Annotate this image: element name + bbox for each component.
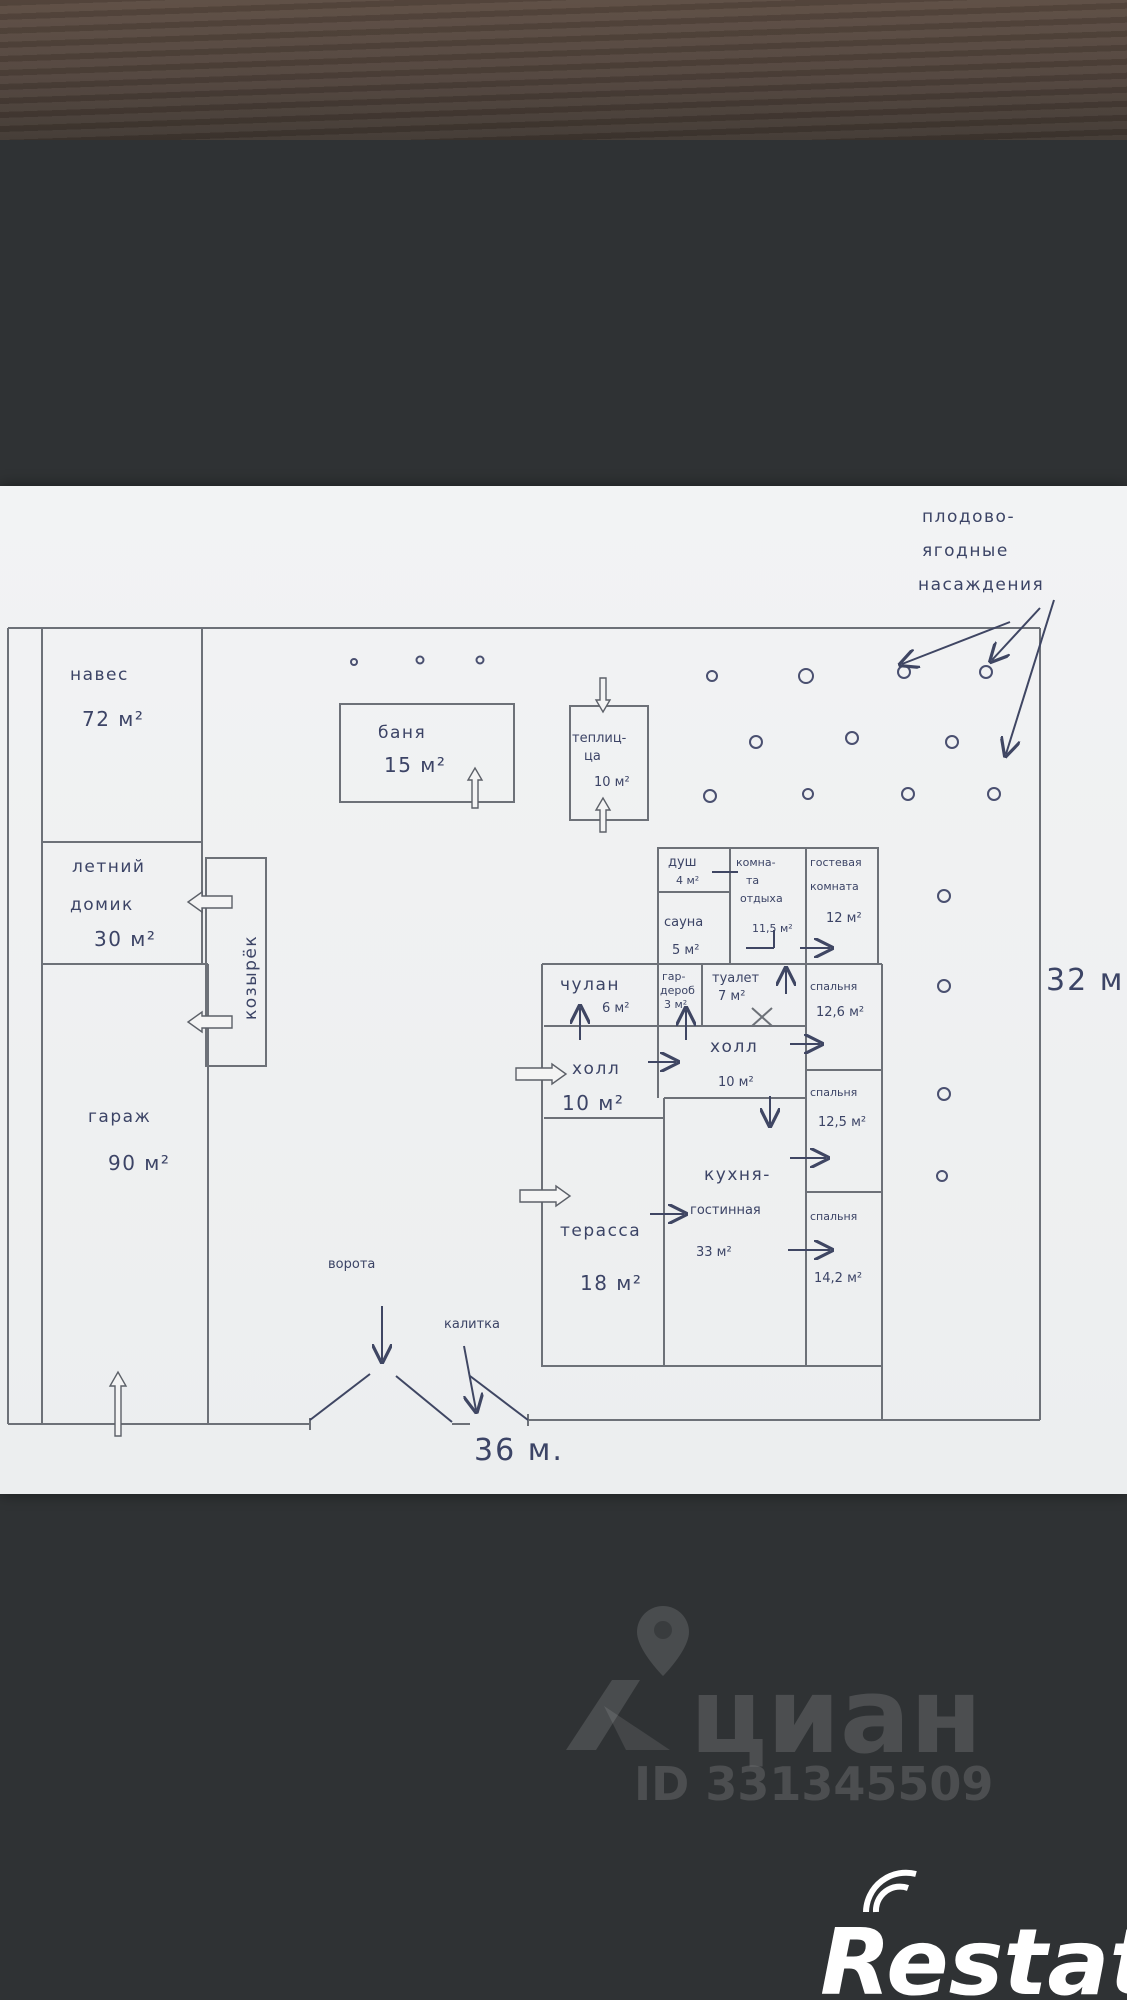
holl2-area: 10 м² xyxy=(718,1075,754,1090)
komnata-name-2: та xyxy=(746,874,759,887)
dimension-height: 32 м xyxy=(1046,963,1124,998)
watermark-id: ID 331345509 xyxy=(634,1757,993,1811)
garazh-name: гараж xyxy=(88,1107,151,1127)
trees-label-3: насаждения xyxy=(918,575,1044,595)
garazh-area: 90 м² xyxy=(108,1151,170,1175)
house-outline xyxy=(541,847,883,1420)
komnata-name-1: комна- xyxy=(736,856,776,869)
teplitsa-name-1: теплиц- xyxy=(572,731,627,746)
letniy-name-2: домик xyxy=(70,895,134,915)
tree-pointers xyxy=(382,599,1055,1410)
spalnya1-area: 12,6 м² xyxy=(816,1005,864,1020)
dimension-width: 36 м. xyxy=(474,1433,564,1468)
internal-arrows xyxy=(580,871,830,1250)
teplitsa-name-2: ца xyxy=(584,749,601,764)
garderob-area: 3 м² xyxy=(664,998,687,1011)
arrow-teplitsa-bottom xyxy=(594,796,612,833)
trees-label-2: ягодные xyxy=(922,541,1009,561)
plot-boundary xyxy=(7,627,1041,1425)
holl1-name: холл xyxy=(572,1059,620,1079)
banya-outline xyxy=(339,703,515,803)
trees-label-1: плодово- xyxy=(922,507,1015,527)
logo-brand: Restate xyxy=(820,1909,1127,2000)
arrow-banya xyxy=(466,766,484,809)
signal-icon xyxy=(872,1883,910,1913)
tualet-name: туалет xyxy=(712,971,760,986)
sauna-name: сауна xyxy=(664,915,703,930)
tualet-area: 7 м² xyxy=(718,989,745,1004)
gostevaya-name-2: комната xyxy=(810,880,859,893)
holl2-name: холл xyxy=(710,1037,758,1057)
kozyrek-outline xyxy=(205,857,267,1067)
kuhnya-area: 33 м² xyxy=(696,1245,732,1260)
spalnya3-area: 14,2 м² xyxy=(814,1271,862,1286)
gostevaya-area: 12 м² xyxy=(826,911,862,926)
arrow-kozyrek xyxy=(186,1010,233,1034)
arrow-garazh xyxy=(108,1370,128,1437)
trees xyxy=(350,655,1001,1182)
chulan-name: чулан xyxy=(560,975,620,995)
banya-area: 15 м² xyxy=(384,753,446,777)
dush-area: 4 м² xyxy=(676,874,699,887)
naves-name: навес xyxy=(70,665,129,685)
gates-label: ворота xyxy=(328,1257,375,1272)
wicket-label: калитка xyxy=(444,1317,500,1332)
teplitsa-area: 10 м² xyxy=(594,775,630,790)
spalnya1-name: спальня xyxy=(810,980,857,993)
komnata-area: 11,5 м² xyxy=(752,922,793,935)
naves-area: 72 м² xyxy=(82,707,144,731)
gostevaya-name-1: гостевая xyxy=(810,856,862,869)
terrasa-name: терасса xyxy=(560,1221,641,1241)
chulan-area: 6 м² xyxy=(602,1001,629,1016)
teplitsa-outline xyxy=(569,705,649,821)
watermark-brand: циан xyxy=(690,1655,982,1777)
dush-name: душ xyxy=(668,855,697,870)
banya-name: баня xyxy=(378,723,426,743)
letniy-area: 30 м² xyxy=(94,927,156,951)
kuhnya-name-1: кухня- xyxy=(704,1165,771,1185)
map-pin-icon xyxy=(637,1606,689,1676)
entry-arrows xyxy=(108,677,612,1437)
garderob-name-1: гар- xyxy=(662,970,686,983)
holl1-area: 10 м² xyxy=(562,1091,624,1115)
letniy-name-1: летний xyxy=(72,857,145,877)
gates-drawing xyxy=(309,1373,529,1430)
terrasa-area: 18 м² xyxy=(580,1271,642,1295)
garderob-name-2: дероб xyxy=(660,984,695,997)
kozyrek-name: козырёк xyxy=(241,935,261,1020)
arrow-holl xyxy=(515,1062,568,1086)
labels: плодово- ягодные насаждения 32 м 36 м. н… xyxy=(70,507,1124,1468)
wooden-desk-surface xyxy=(0,0,1127,140)
sauna-area: 5 м² xyxy=(672,943,699,958)
cian-watermark: циан ID 331345509 xyxy=(566,1606,993,1811)
arrow-terrasa xyxy=(519,1184,572,1208)
spalnya2-area: 12,5 м² xyxy=(818,1115,866,1130)
komnata-name-3: отдыха xyxy=(740,892,783,905)
arrow-teplitsa-top xyxy=(594,677,612,714)
spalnya3-name: спальня xyxy=(810,1210,857,1223)
arrow-letniy xyxy=(186,890,233,914)
restate-logo: Restate xyxy=(820,1869,1127,2000)
spalnya2-name: спальня xyxy=(810,1086,857,1099)
kuhnya-name-2: гостинная xyxy=(690,1203,761,1218)
